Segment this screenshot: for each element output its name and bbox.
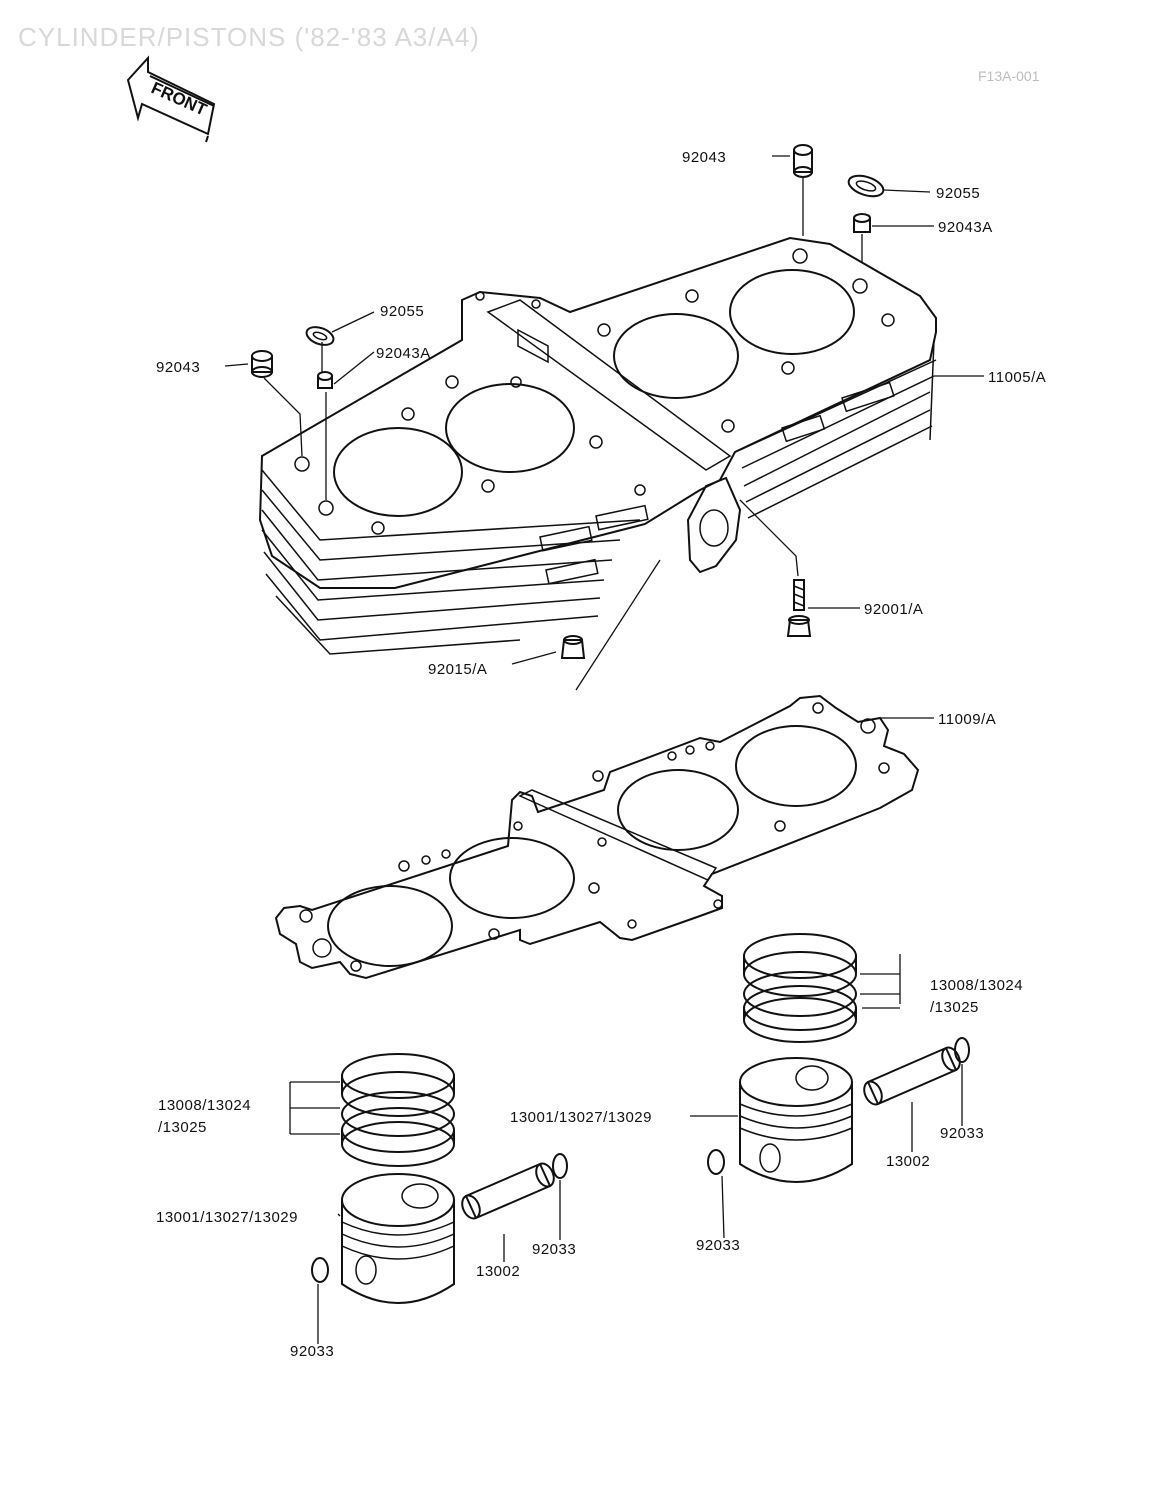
callout-92043a-left: 92043A	[376, 345, 431, 362]
piston-left	[341, 1173, 455, 1304]
page-title: CYLINDER/PISTONS ('82-'83 A3/A4)	[18, 22, 480, 52]
callout-92015a: 92015/A	[428, 661, 487, 678]
callout-92043a-right: 92043A	[938, 219, 993, 236]
callout-piston-right: 13001/13027/13029	[510, 1109, 652, 1126]
callout-rings-right-1: 13008/13024	[930, 977, 1023, 994]
dowel-pin-92043a-left	[317, 371, 333, 389]
piston-pin-right	[863, 1046, 961, 1106]
gasket-bore-3	[617, 769, 739, 851]
callout-92043-left: 92043	[156, 359, 200, 376]
dowel-pin-92043a-right	[853, 213, 871, 233]
front-arrow-icon: FRONT	[126, 55, 216, 143]
callout-rings-right-2: /13025	[930, 999, 979, 1016]
callout-92055-right: 92055	[936, 185, 980, 202]
callout-rings-left-1: 13008/13024	[158, 1097, 251, 1114]
callout-11005a: 11005/A	[988, 369, 1046, 386]
callout-11009a: 11009/A	[938, 711, 996, 728]
o-ring-92055-left	[305, 326, 335, 346]
bore-1	[333, 427, 463, 517]
callout-rings-left-2: /13025	[158, 1119, 207, 1136]
circlip-right-1	[954, 1037, 970, 1063]
leader-lines	[224, 155, 984, 1344]
callout-92055-left: 92055	[380, 303, 424, 320]
callout-pin-right: 13002	[886, 1153, 930, 1170]
piston-rings-right	[743, 933, 857, 1043]
gasket-bore-4	[735, 725, 857, 807]
reference-code: F13A-001	[978, 68, 1040, 84]
callout-piston-left: 13001/13027/13029	[156, 1209, 298, 1226]
callout-clip-l1: 92033	[532, 1241, 576, 1258]
callout-clip-r1: 92033	[940, 1125, 984, 1142]
circlip-right-2	[707, 1149, 725, 1175]
nut-92015a	[560, 635, 586, 659]
callout-92001a: 92001/A	[864, 601, 923, 618]
gasket-bore-2	[449, 837, 575, 919]
dowel-pin-92043-top	[793, 144, 813, 178]
callout-clip-l2: 92033	[290, 1343, 334, 1360]
dowel-pin-92043-left	[251, 350, 273, 378]
bore-2	[445, 383, 575, 473]
gasket-bore-1	[327, 885, 453, 967]
o-ring-92055-right	[847, 174, 885, 198]
cylinder-block	[258, 236, 937, 655]
piston-rings-left	[341, 1053, 455, 1167]
piston-right	[739, 1057, 853, 1183]
bore-3	[613, 313, 739, 399]
base-gasket	[274, 694, 920, 980]
callout-pin-left: 13002	[476, 1263, 520, 1280]
circlip-left-2	[311, 1257, 329, 1283]
piston-pin-left	[461, 1162, 555, 1220]
callout-clip-r2: 92033	[696, 1237, 740, 1254]
circlip-left-1	[552, 1153, 568, 1179]
bolt-92001a	[786, 579, 812, 637]
callout-92043-top: 92043	[682, 149, 726, 166]
bore-4	[729, 269, 855, 355]
